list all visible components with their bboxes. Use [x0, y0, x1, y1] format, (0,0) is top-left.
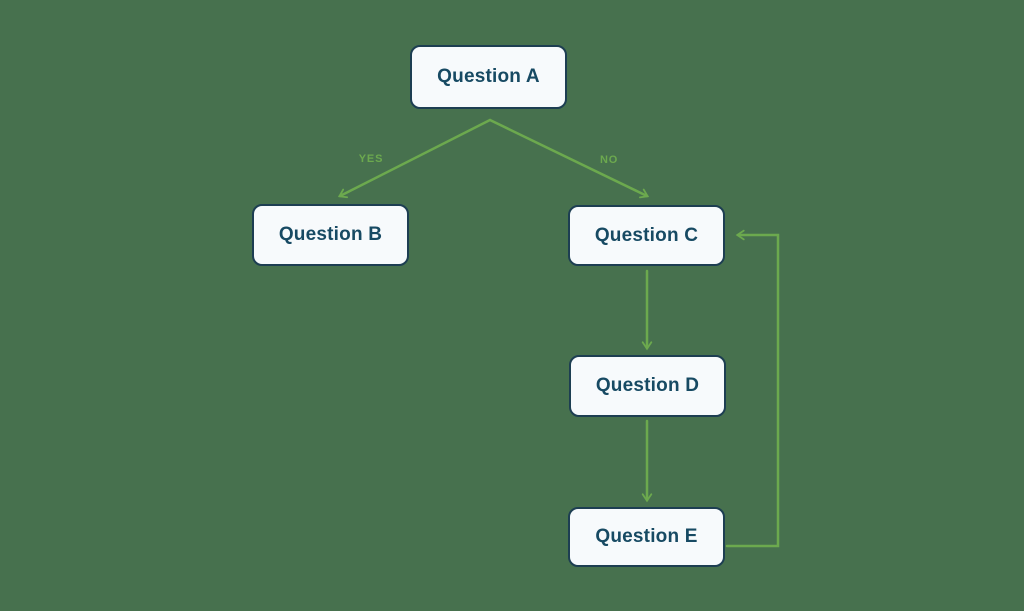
edge-label-yes: YES — [358, 153, 384, 165]
node-question-d: Question D — [569, 355, 726, 417]
edge-e-to-c-loop — [725, 229, 780, 548]
edge-label-no: NO — [599, 154, 619, 166]
edge-a-to-b — [337, 118, 492, 199]
edge-a-to-c — [488, 118, 650, 199]
node-question-a: Question A — [410, 45, 567, 109]
node-question-c: Question C — [568, 205, 725, 266]
node-question-b: Question B — [252, 204, 409, 266]
node-question-e: Question E — [568, 507, 725, 567]
